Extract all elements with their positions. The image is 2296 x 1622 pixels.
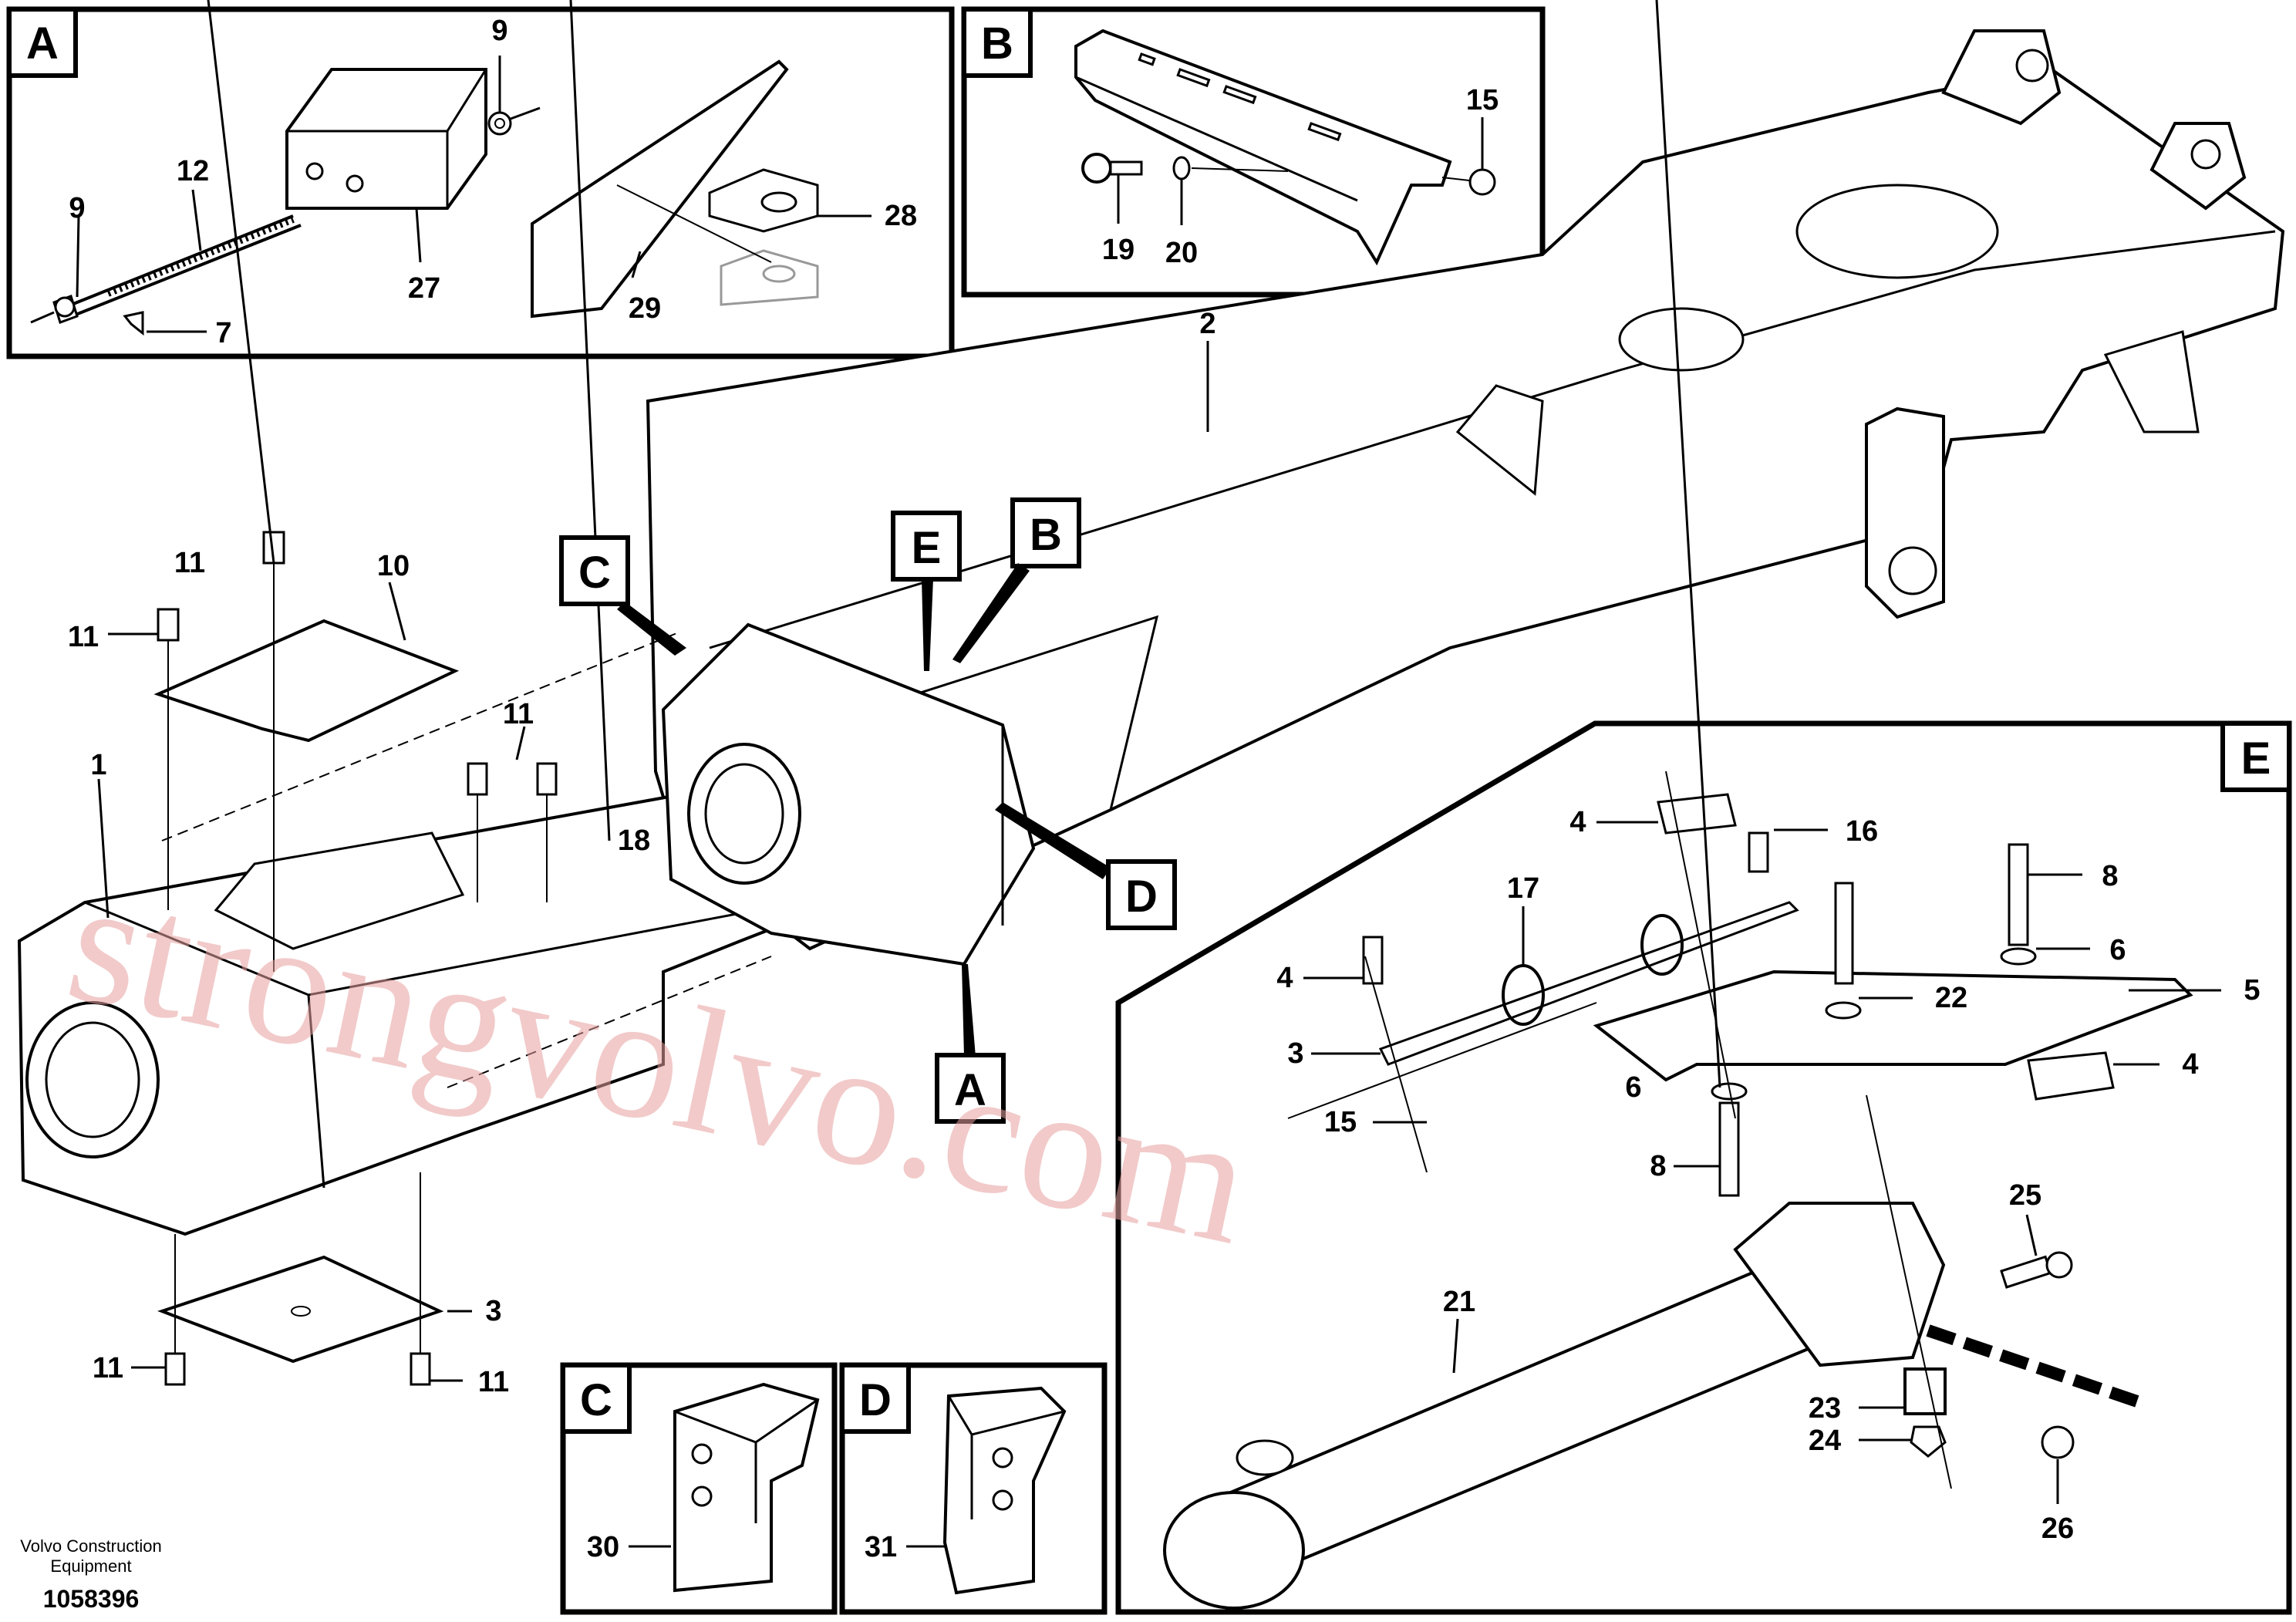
- label-28: 28: [885, 200, 917, 232]
- label-15-b: 15: [1466, 84, 1499, 116]
- label-3: 3: [485, 1295, 501, 1327]
- label-27: 27: [408, 272, 440, 305]
- panel-d: D 31: [839, 1362, 1108, 1615]
- label-11-left: 11: [68, 621, 99, 653]
- callout-d: D: [1125, 872, 1158, 922]
- callout-b: B: [1030, 510, 1062, 560]
- label-10: 10: [377, 550, 410, 582]
- panel-c-letter: C: [580, 1375, 612, 1425]
- front-frame: 11 11 10 11 1 18 3 11 11: [17, 0, 881, 1398]
- label-18: 18: [618, 824, 650, 857]
- label-20: 20: [1165, 237, 1198, 269]
- bolt-icon: [164, 1234, 186, 1386]
- label-15-e: 15: [1324, 1106, 1357, 1138]
- label-11-bottom-right: 11: [478, 1366, 509, 1398]
- label-6-right: 6: [2109, 934, 2126, 966]
- label-8-top: 8: [2102, 860, 2118, 892]
- label-3-e: 3: [1287, 1037, 1303, 1070]
- label-29: 29: [629, 292, 661, 325]
- label-11-bottom-left: 11: [93, 1352, 123, 1384]
- label-9-left: 9: [69, 192, 85, 224]
- panel-d-letter: D: [859, 1375, 892, 1425]
- label-7: 7: [215, 317, 231, 349]
- label-19: 19: [1102, 234, 1135, 266]
- label-6-mid: 6: [1625, 1071, 1641, 1104]
- footer: Volvo Construction Equipment 1058396: [20, 1536, 161, 1613]
- label-22: 22: [1935, 982, 1967, 1014]
- label-2: 2: [1199, 308, 1215, 340]
- panel-e: E: [1115, 0, 2292, 1615]
- document-id: 1058396: [43, 1585, 140, 1613]
- label-1: 1: [90, 749, 106, 781]
- label-5: 5: [2244, 974, 2260, 1007]
- label-4-right: 4: [2182, 1048, 2198, 1081]
- panel-e-letter: E: [2241, 733, 2271, 784]
- label-30: 30: [587, 1531, 619, 1563]
- panel-b-letter: B: [981, 19, 1013, 69]
- label-31: 31: [865, 1531, 897, 1563]
- label-4-top: 4: [1569, 806, 1586, 838]
- panel-a-letter: A: [26, 19, 59, 69]
- label-21: 21: [1443, 1286, 1475, 1318]
- panel-c: C 30: [560, 1362, 838, 1615]
- panel-b: B 15 19 20: [961, 6, 1546, 298]
- callouts: C E B D A: [559, 497, 1177, 1124]
- bolt-icon: [467, 762, 488, 902]
- label-8-mid: 8: [1650, 1150, 1666, 1182]
- label-16: 16: [1846, 815, 1878, 848]
- panel-a: A 9 12 9: [6, 6, 955, 359]
- callout-e: E: [912, 523, 942, 573]
- rear-box: [661, 622, 1036, 966]
- callout-c: C: [578, 548, 611, 598]
- label-24: 24: [1809, 1425, 1841, 1457]
- callout-a: A: [954, 1065, 986, 1115]
- label-25: 25: [2009, 1179, 2041, 1212]
- footer-line-1: Volvo Construction: [20, 1536, 161, 1556]
- bolt-icon: [410, 1172, 431, 1386]
- label-4-left: 4: [1276, 962, 1293, 994]
- bolt-icon: [536, 762, 558, 902]
- label-17: 17: [1507, 872, 1539, 905]
- label-9-top: 9: [491, 15, 507, 47]
- label-23: 23: [1809, 1392, 1841, 1425]
- label-12: 12: [177, 155, 209, 187]
- label-11-mid: 11: [503, 698, 534, 730]
- label-11-top: 11: [174, 547, 205, 579]
- bolt-icon: [157, 608, 180, 910]
- label-26: 26: [2041, 1512, 2074, 1545]
- footer-line-2: Equipment: [50, 1556, 131, 1576]
